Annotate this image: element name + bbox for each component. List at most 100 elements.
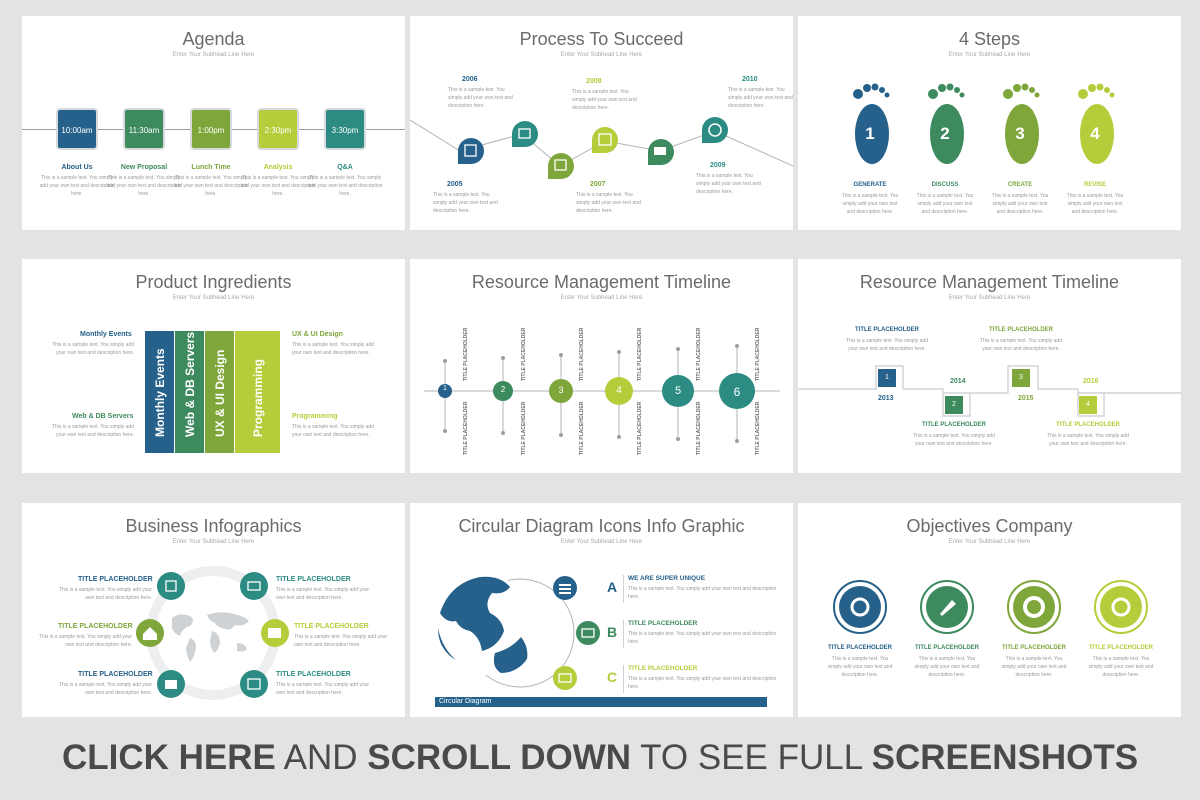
slide-subhead: Enter Your Subhead Line Here [948, 295, 1031, 301]
text-mid-right: This is a sample text. You simply add yo… [294, 634, 388, 648]
banner-bar [435, 697, 767, 707]
timeline-title-bottom: TITLE PLACEHOLDER [463, 401, 469, 455]
step-label: GENERATE [853, 182, 887, 188]
slide-resource-timeline-2[interactable]: Resource Management Timeline Enter Your … [798, 259, 1181, 473]
timeline-node [493, 356, 513, 435]
agenda-time-box[interactable]: 11:30am [123, 108, 165, 150]
circular-divider [623, 620, 624, 648]
slide-resource-timeline-1[interactable]: Resource Management Timeline Enter Your … [410, 259, 793, 473]
circular-text: This is a sample text. You simply add yo… [628, 676, 777, 690]
slide-title: Business Infographics [125, 516, 302, 536]
timeline-title-top: TITLE PLACEHOLDER [521, 327, 527, 381]
agenda-label: About Us [61, 164, 93, 171]
timeline-year: 2014 [950, 378, 966, 385]
placeholder-top-left: TITLE PLACEHOLDER [78, 576, 153, 583]
footer-and: AND [275, 738, 368, 777]
placeholder-top-right: TITLE PLACEHOLDER [276, 576, 351, 583]
edit-icon [157, 572, 185, 600]
circular-text: This is a sample text. You simply add yo… [628, 631, 777, 645]
process-text: This is a sample text. You simply add yo… [696, 173, 761, 195]
settings-icon [1094, 580, 1148, 634]
timeline-node-number: 3 [558, 385, 564, 395]
timeline-title-top: TITLE PLACEHOLDER [696, 327, 702, 381]
timeline-title-bottom: TITLE PLACEHOLDER [755, 401, 761, 455]
footprint-icon [853, 83, 890, 164]
slide-agenda[interactable]: Agenda Enter Your Subhead Line Here 10:0… [22, 16, 405, 230]
timeline-year: 2013 [878, 395, 894, 402]
step-text: This is a sample text. You simply add yo… [916, 193, 974, 215]
footprint-icon [1078, 83, 1115, 164]
slide-title: Agenda [182, 29, 245, 49]
timeline-year: 2015 [1018, 395, 1034, 402]
slide-subhead: Enter Your Subhead Line Here [172, 295, 255, 301]
slide-process[interactable]: Process To Succeed Enter Your Subhead Li… [410, 16, 793, 230]
folder-icon [261, 619, 289, 647]
slide-title: Resource Management Timeline [471, 272, 732, 292]
objectives-icons [833, 580, 1148, 634]
process-year: 2007 [590, 181, 606, 188]
circular-letter: C [607, 669, 618, 685]
left-text-1: This is a sample text. You simply add yo… [52, 342, 134, 356]
objective-text: This is a sample text. You simply add yo… [914, 656, 980, 678]
hierarchy-icon [576, 621, 600, 645]
process-text: This is a sample text. You simply add yo… [576, 192, 641, 214]
step-label: REVISE [1083, 182, 1106, 188]
gift-icon [512, 121, 538, 147]
circular-divider [623, 665, 624, 693]
slide-product-ingredients[interactable]: Product Ingredients Enter Your Subhead L… [22, 259, 405, 473]
process-year: 2008 [586, 78, 602, 85]
timeline-step-box: 4 [1079, 396, 1097, 414]
agenda-time-box[interactable]: 10:00am [56, 108, 98, 150]
objective-text: This is a sample text. You simply add yo… [1001, 656, 1067, 678]
agenda-label: Q&A [337, 164, 353, 171]
placeholder-mid-right: TITLE PLACEHOLDER [294, 623, 369, 630]
slide-objectives-company[interactable]: Objectives Company Enter Your Subhead Li… [798, 503, 1181, 717]
objective-text: This is a sample text. You simply add yo… [1088, 656, 1154, 678]
slide-title: Circular Diagram Icons Info Graphic [458, 516, 745, 536]
circular-heading: TITLE PLACEHOLDER [628, 620, 698, 627]
slide-subhead: Enter Your Subhead Line Here [172, 52, 255, 58]
agenda-time-box[interactable]: 3:30pm [324, 108, 366, 150]
timeline-node [605, 350, 633, 439]
timeline-text: This is a sample text. You simply add yo… [980, 338, 1062, 352]
slide-circular-diagram[interactable]: Circular Diagram Icons Info Graphic Ente… [410, 503, 793, 717]
timeline-placeholder: TITLE PLACEHOLDER [1056, 422, 1120, 428]
slide-subhead: Enter Your Subhead Line Here [172, 539, 255, 545]
process-text: This is a sample text. You simply add yo… [728, 87, 793, 109]
left-text-2: This is a sample text. You simply add yo… [52, 424, 134, 438]
right-text-1: This is a sample text. You simply add yo… [292, 342, 374, 356]
ingredient-bar-label: Web & DB Servers [183, 331, 197, 437]
objective-title: TITLE PLACEHOLDER [1002, 645, 1066, 651]
process-diagram [410, 117, 793, 179]
step-label: CREATE [1007, 182, 1033, 188]
calendar-icon [240, 670, 268, 698]
placeholder-bot-right: TITLE PLACEHOLDER [276, 671, 351, 678]
agenda-time-box[interactable]: 2:30pm [257, 108, 299, 150]
timeline-node [719, 344, 755, 443]
agenda-label: Analysis [263, 164, 293, 171]
timeline-node [438, 359, 452, 433]
timeline-text: This is a sample text. You simply add yo… [846, 338, 928, 352]
slide-subhead: Enter Your Subhead Line Here [948, 539, 1031, 545]
footer-cta[interactable]: CLICK HERE AND SCROLL DOWN TO SEE FULL S… [0, 738, 1200, 778]
timeline-title-top: TITLE PLACEHOLDER [637, 327, 643, 381]
objective-text: This is a sample text. You simply add yo… [827, 656, 893, 678]
slide-title: Objectives Company [906, 516, 1073, 536]
rocket-icon [920, 580, 974, 634]
ingredient-bar [175, 331, 204, 453]
footer-to-see: TO SEE FULL [631, 738, 872, 777]
step-number: 3 [1015, 124, 1025, 143]
objective-title: TITLE PLACEHOLDER [915, 645, 979, 651]
agenda-time-box[interactable]: 1:00pm [190, 108, 232, 150]
ingredient-bar [235, 331, 280, 453]
step-text: This is a sample text. You simply add yo… [991, 193, 1049, 215]
timeline-title-bottom: TITLE PLACEHOLDER [696, 401, 702, 455]
world-map-icon [172, 612, 249, 662]
objective-title: TITLE PLACEHOLDER [828, 645, 892, 651]
timeline-line [798, 365, 1181, 417]
timeline-node-number: 4 [616, 385, 622, 396]
slide-business-infographics[interactable]: Business Infographics Enter Your Subhead… [22, 503, 405, 717]
globe-diagram [435, 575, 767, 707]
timeline-diagram [424, 344, 780, 443]
